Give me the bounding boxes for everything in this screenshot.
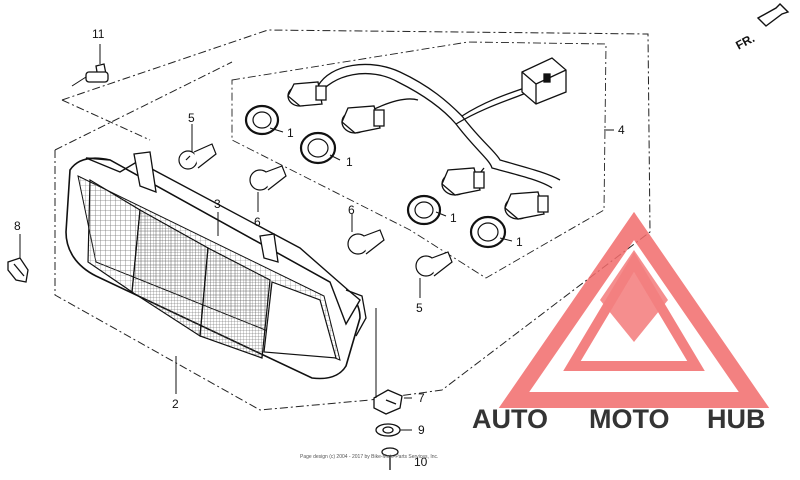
callout-1a: 1 xyxy=(287,126,294,140)
bulb-5-upper xyxy=(178,143,217,170)
socket-gasket-1 xyxy=(244,104,280,136)
bulb-6-right xyxy=(347,229,385,255)
nut-7 xyxy=(373,389,403,415)
callout-1c: 1 xyxy=(450,211,457,225)
callout-8: 8 xyxy=(14,219,21,233)
callout-1b: 1 xyxy=(346,155,353,169)
front-direction-arrow: FR. xyxy=(733,3,790,53)
bolt-11 xyxy=(71,63,109,87)
washer-9 xyxy=(375,423,401,437)
socket-harness-outline xyxy=(231,41,607,279)
callout-3: 3 xyxy=(214,197,221,211)
logo-word-auto: AUTO xyxy=(472,404,548,434)
bulb-socket-4 xyxy=(504,191,549,220)
front-label: FR. xyxy=(733,31,757,52)
socket-gasket-2 xyxy=(299,131,337,165)
callout-4: 4 xyxy=(618,123,625,137)
copyright-footer: Page design (c) 2004 - 2017 by Bike-Moto… xyxy=(300,454,438,460)
clip-8 xyxy=(7,257,29,283)
bulb-socket-2 xyxy=(341,105,385,134)
socket-gasket-4 xyxy=(469,215,507,249)
tail-light-lens xyxy=(65,151,367,380)
socket-gasket-3 xyxy=(406,194,442,226)
callout-5b: 5 xyxy=(416,301,423,315)
callout-6b: 6 xyxy=(348,203,355,217)
callout-6a: 6 xyxy=(254,215,261,229)
callout-10: 10 xyxy=(414,455,428,469)
callout-7: 7 xyxy=(418,391,425,405)
automotohub-logo: AUTO MOTO HUB xyxy=(472,211,770,434)
callout-9: 9 xyxy=(418,423,425,437)
bulb-socket-1 xyxy=(287,81,327,107)
callout-leaders xyxy=(175,124,614,431)
bulb-socket-3 xyxy=(441,167,485,196)
assembly-outline xyxy=(54,29,651,411)
callout-11: 11 xyxy=(92,27,105,41)
logo-word-moto: MOTO xyxy=(589,404,670,434)
callout-1d: 1 xyxy=(516,235,523,249)
callout-labels: 1 1 1 1 2 3 4 5 5 6 6 7 8 9 10 11 xyxy=(14,27,625,469)
bulb-6-left xyxy=(249,165,287,191)
screw-10 xyxy=(381,447,399,470)
bulb-5-lower xyxy=(415,251,453,277)
callout-2: 2 xyxy=(172,397,179,411)
logo-word-hub: HUB xyxy=(707,404,766,434)
callout-5a: 5 xyxy=(188,111,195,125)
harness-connector xyxy=(521,57,567,105)
